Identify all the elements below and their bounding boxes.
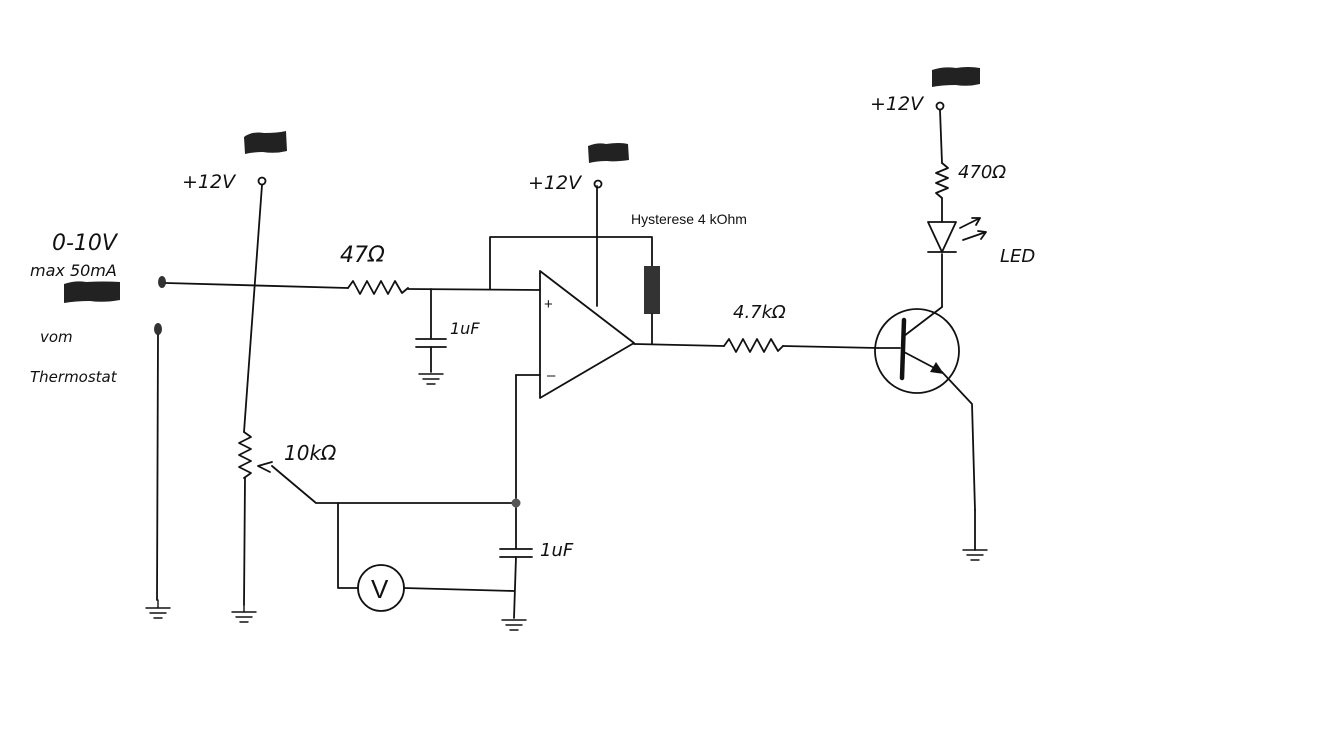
- mid-supply-label: +12V: [528, 172, 583, 194]
- base-resistor-label: 4.7kΩ: [733, 302, 786, 323]
- input-capacitor-label: 1uF: [450, 319, 480, 338]
- input-resistor-label: 47Ω: [340, 243, 385, 268]
- potentiometer-branch: [231, 176, 517, 623]
- reference-capacitor-label: 1uF: [540, 540, 574, 561]
- input-range-label: 0-10V: [52, 231, 119, 256]
- voltmeter-symbol: V: [371, 574, 389, 604]
- reference-network: [337, 374, 541, 631]
- input-rc-filter: [165, 280, 541, 385]
- op-amp-plus: +: [544, 296, 553, 313]
- op-amp-minus: –: [547, 367, 556, 384]
- potentiometer-label: 10kΩ: [284, 441, 337, 465]
- hysteresis-label: Hysterese 4 kOhm: [631, 211, 747, 227]
- source-label-line1: vom: [40, 328, 73, 346]
- source-label-line2: Thermostat: [30, 368, 118, 386]
- input-current-label: max 50mA: [30, 261, 117, 280]
- input-terminals: [145, 276, 171, 619]
- op-amp: [489, 179, 725, 399]
- transistor-stage: [874, 101, 988, 561]
- left-supply-label: +12V: [182, 171, 237, 193]
- redacted-marks: [64, 67, 980, 303]
- base-resistor: [723, 338, 879, 353]
- led-resistor-label: 470Ω: [958, 162, 1006, 183]
- right-supply-label: +12V: [870, 93, 925, 115]
- led-label: LED: [1000, 246, 1035, 267]
